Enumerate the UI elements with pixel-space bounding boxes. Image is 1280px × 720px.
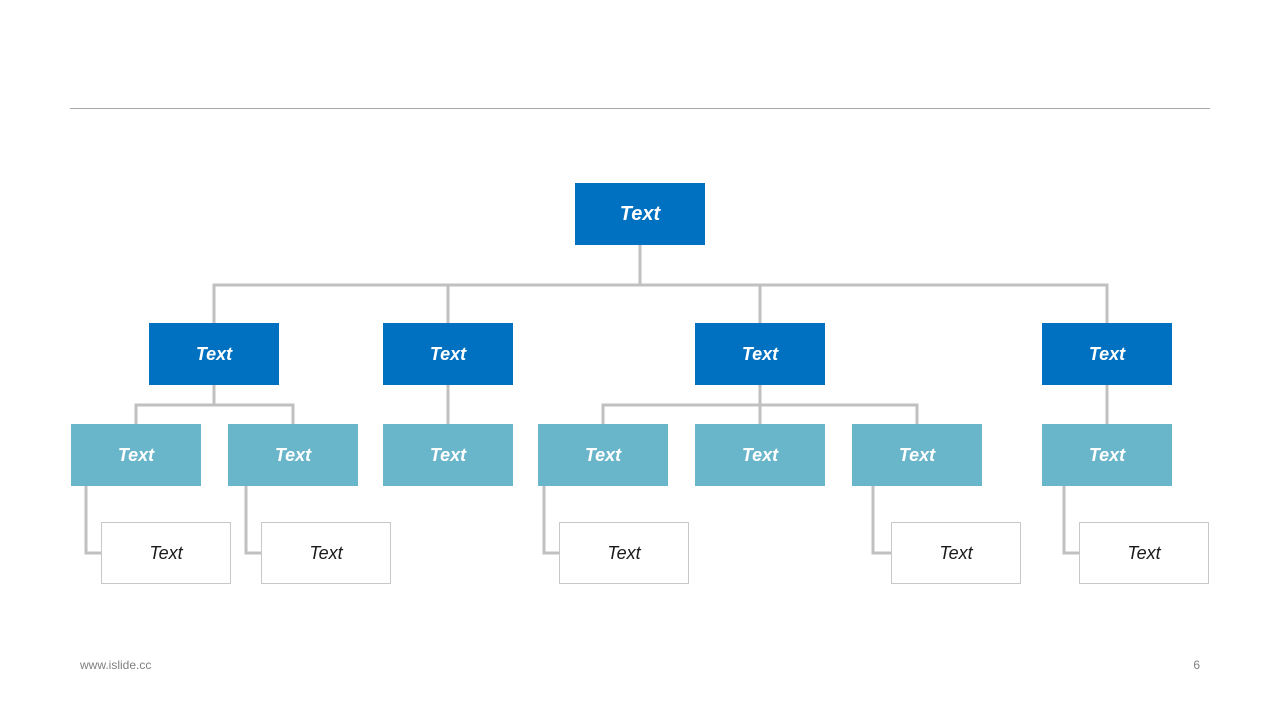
org-node-level2[interactable]: Text [228, 424, 358, 486]
org-node-level1[interactable]: Text [149, 323, 279, 385]
org-node-level2[interactable]: Text [383, 424, 513, 486]
org-node-level3[interactable]: Text [101, 522, 231, 584]
org-node-level2[interactable]: Text [852, 424, 982, 486]
org-node-level2[interactable]: Text [1042, 424, 1172, 486]
footer-url[interactable]: www.islide.cc [80, 658, 152, 672]
org-node-level2[interactable]: Text [695, 424, 825, 486]
org-node-level1[interactable]: Text [383, 323, 513, 385]
org-node-level1[interactable]: Text [695, 323, 825, 385]
org-node-level3[interactable]: Text [1079, 522, 1209, 584]
org-node-root[interactable]: Text [575, 183, 705, 245]
page-number: 6 [1193, 658, 1200, 672]
org-node-level3[interactable]: Text [891, 522, 1021, 584]
org-node-level3[interactable]: Text [559, 522, 689, 584]
org-node-level1[interactable]: Text [1042, 323, 1172, 385]
org-node-level2[interactable]: Text [71, 424, 201, 486]
org-node-level2[interactable]: Text [538, 424, 668, 486]
header-divider [70, 108, 1210, 109]
org-node-level3[interactable]: Text [261, 522, 391, 584]
